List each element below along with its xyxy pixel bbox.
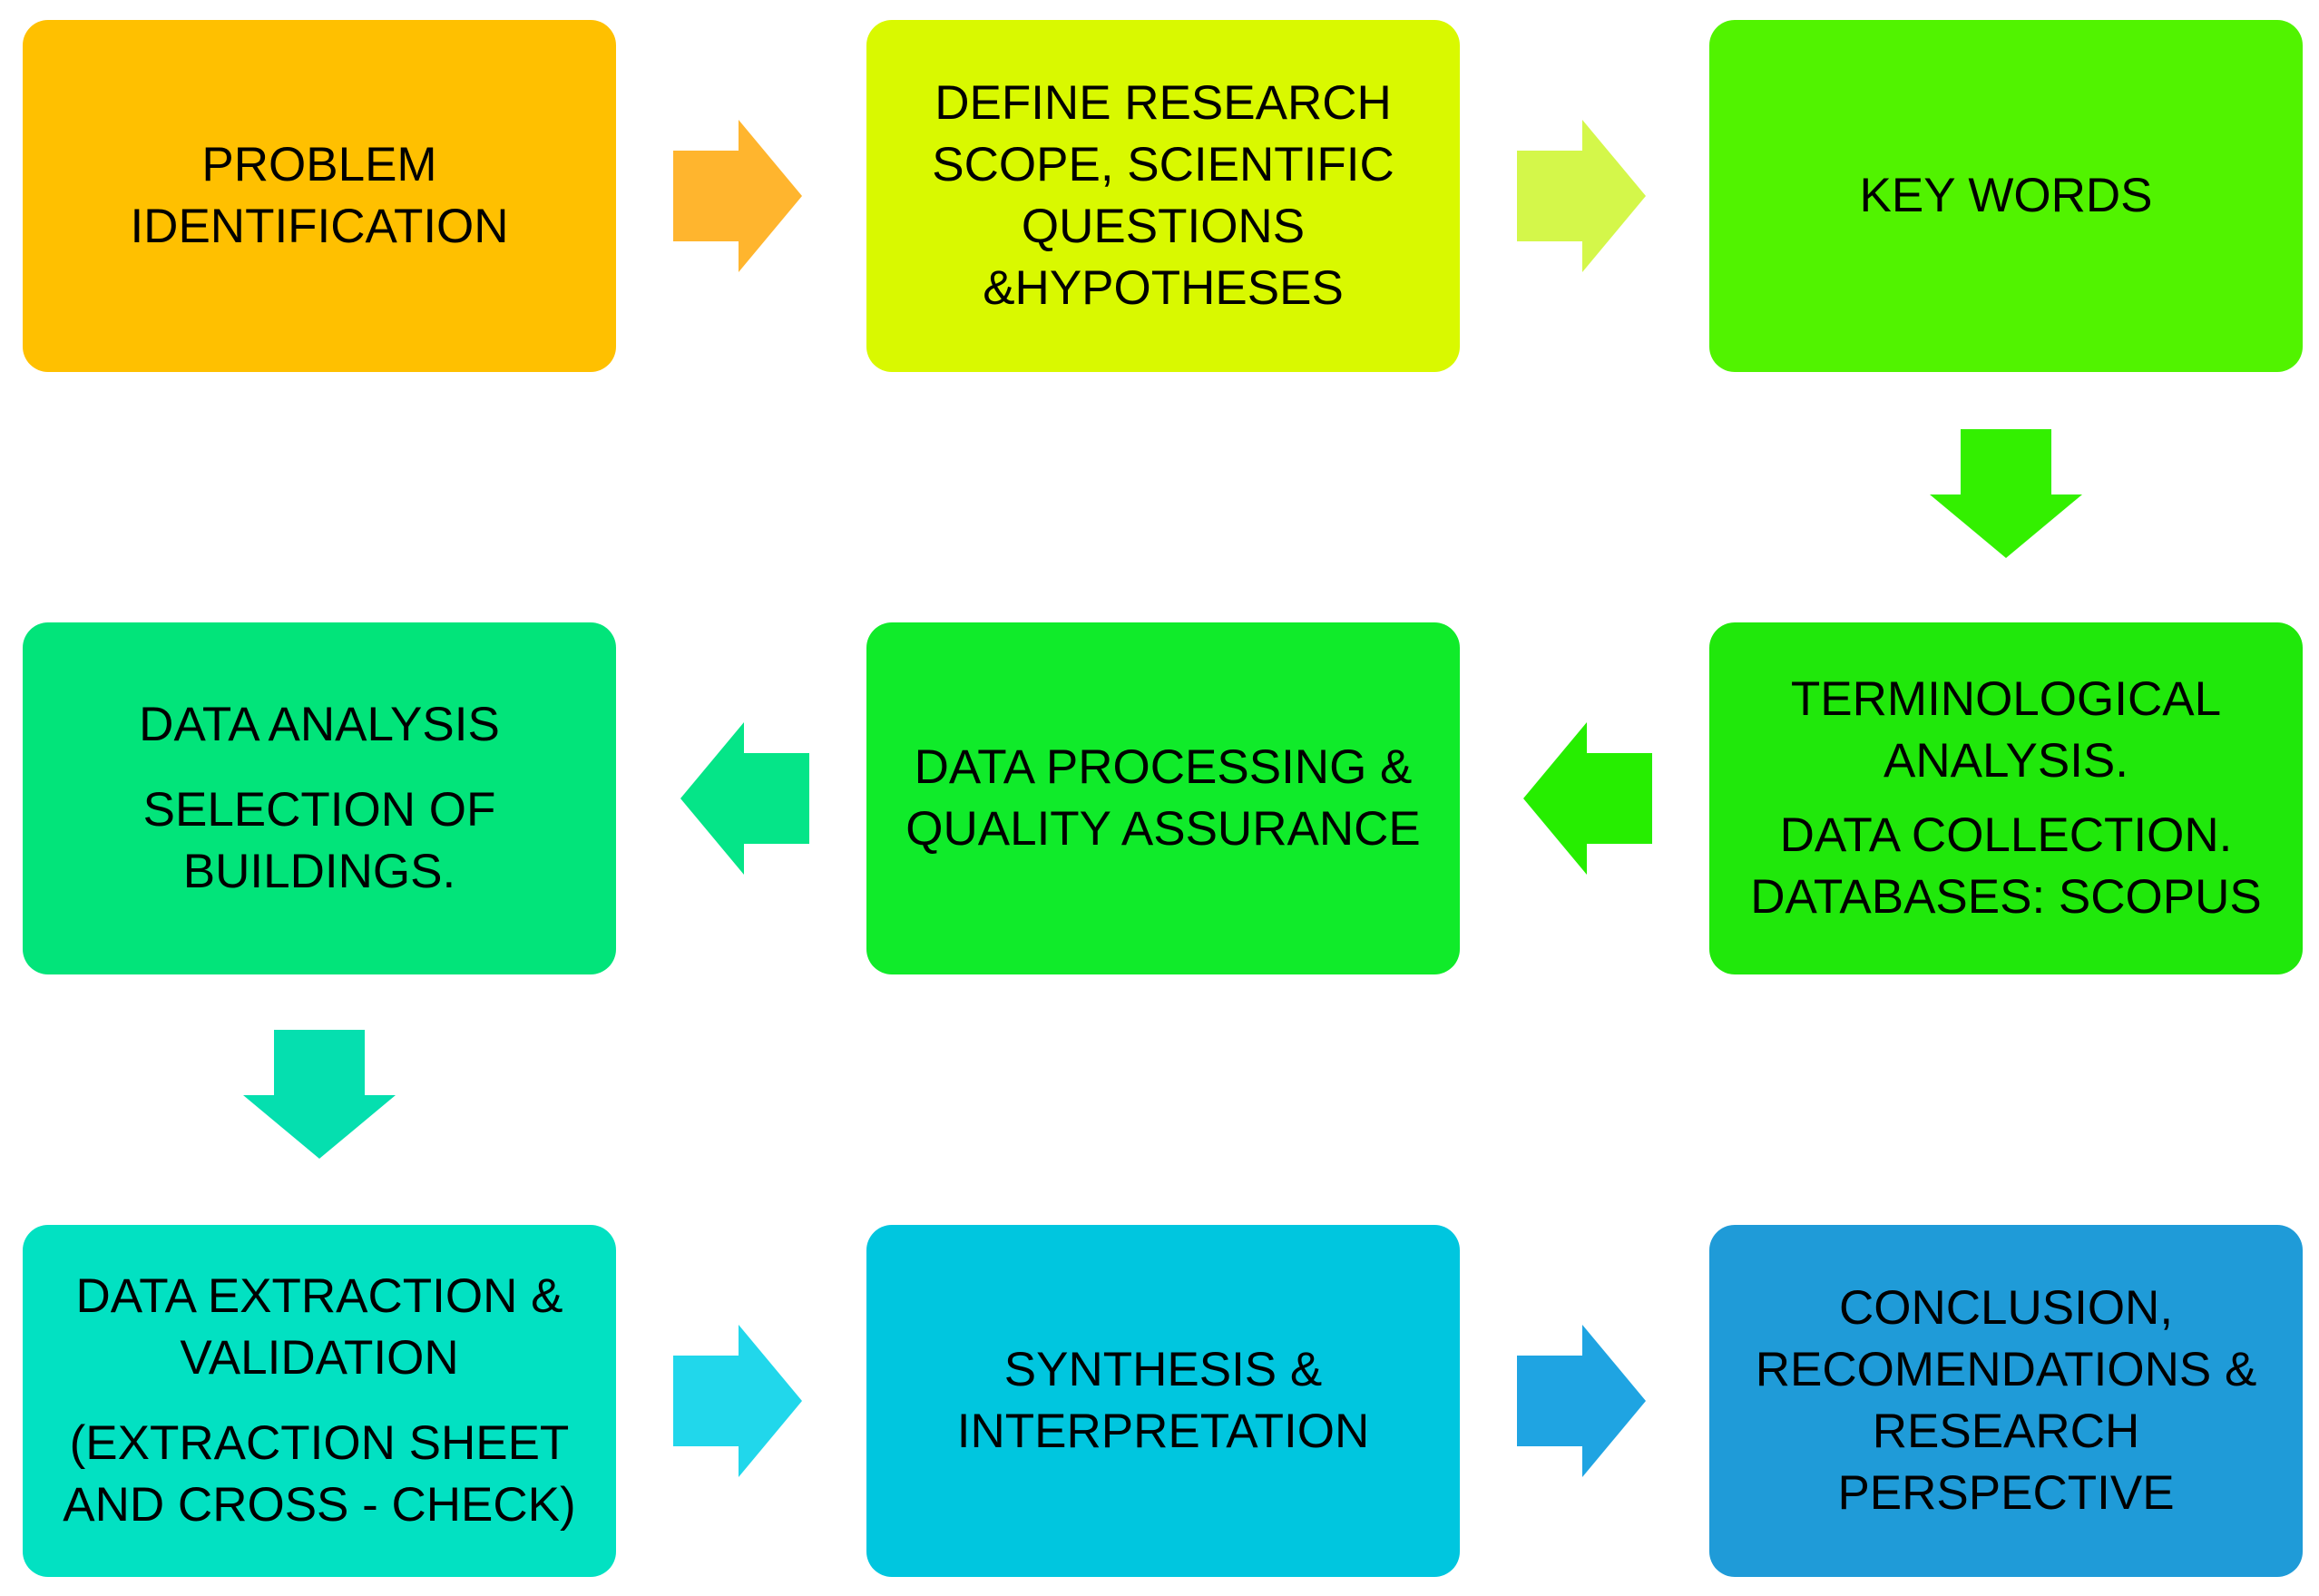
- box-synthesis: SYNTHESIS & INTERPRETATION: [866, 1225, 1460, 1577]
- box-key-words: KEY WORDS: [1709, 20, 2303, 372]
- box-text: PROBLEM IDENTIFICATION: [130, 138, 509, 253]
- arrow-right-icon: [1517, 120, 1646, 272]
- arrow-shape: [1930, 429, 2082, 558]
- box-data-extraction: DATA EXTRACTION & VALIDATION (EXTRACTION…: [23, 1225, 616, 1577]
- box-text: CONCLUSION, RECOMENDATIONS & RESEARCH PE…: [1755, 1281, 2257, 1520]
- box-conclusion: CONCLUSION, RECOMENDATIONS & RESEARCH PE…: [1709, 1225, 2303, 1577]
- box-text: DATA EXTRACTION & VALIDATION: [75, 1269, 563, 1385]
- arrow-shape: [1523, 722, 1652, 875]
- arrow-shape: [680, 722, 809, 875]
- arrow-right-icon: [673, 1325, 802, 1477]
- box-text: DATA ANALYSIS: [139, 698, 500, 751]
- box-text: SELECTION OF BUILDINGS.: [142, 783, 496, 898]
- arrow-right-icon: [1517, 1325, 1646, 1477]
- arrow-down-icon: [243, 1030, 396, 1159]
- box-text: (EXTRACTION SHEET AND CROSS - CHECK): [63, 1416, 576, 1532]
- arrow-shape: [243, 1030, 396, 1159]
- box-define-research-scope: DEFINE RESEARCH SCOPE, SCIENTIFIC QUESTI…: [866, 20, 1460, 372]
- box-data-processing: DATA PROCESSING & QUALITY ASSURANCE: [866, 622, 1460, 974]
- box-text: KEY WORDS: [1859, 169, 2153, 222]
- box-text: SYNTHESIS & INTERPRETATION: [956, 1343, 1370, 1458]
- arrow-left-icon: [680, 722, 809, 875]
- arrow-right-icon: [673, 120, 802, 272]
- box-text: DATA COLLECTION. DATABASES: SCOPUS: [1750, 808, 2262, 924]
- box-problem-identification: PROBLEM IDENTIFICATION: [23, 20, 616, 372]
- arrow-shape: [673, 1325, 802, 1477]
- arrow-shape: [673, 120, 802, 272]
- box-text: DEFINE RESEARCH SCOPE, SCIENTIFIC QUESTI…: [932, 76, 1394, 315]
- arrow-shape: [1517, 1325, 1646, 1477]
- arrow-shape: [1517, 120, 1646, 272]
- box-data-analysis: DATA ANALYSIS SELECTION OF BUILDINGS.: [23, 622, 616, 974]
- box-text: TERMINOLOGICAL ANALYSIS.: [1790, 672, 2222, 788]
- arrow-down-icon: [1930, 429, 2082, 558]
- box-text: DATA PROCESSING & QUALITY ASSURANCE: [905, 740, 1421, 856]
- box-terminological-analysis: TERMINOLOGICAL ANALYSIS. DATA COLLECTION…: [1709, 622, 2303, 974]
- arrow-left-icon: [1523, 722, 1652, 875]
